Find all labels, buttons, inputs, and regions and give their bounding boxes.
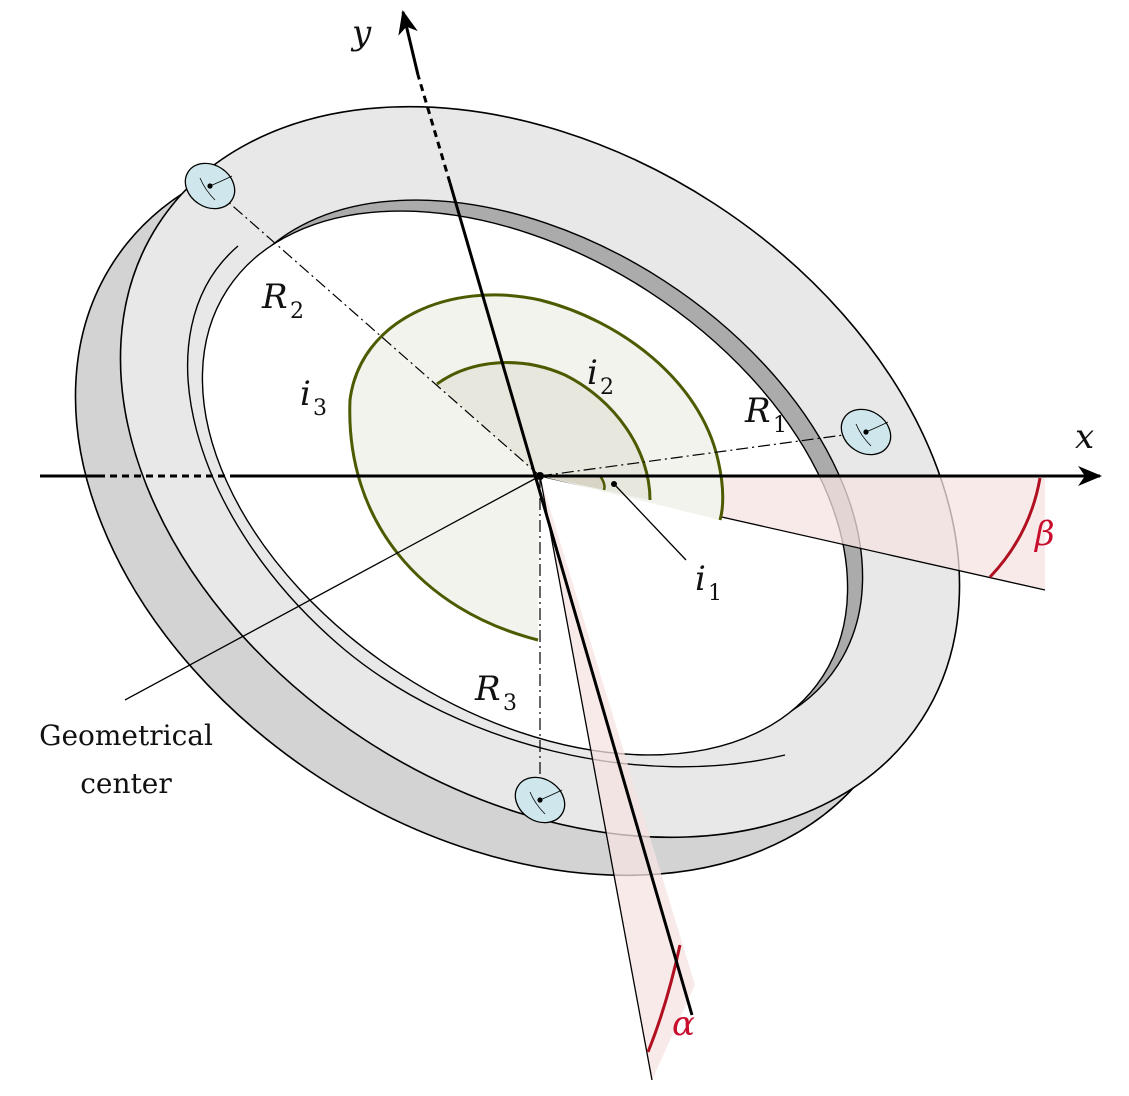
label-i1: i 1 <box>695 559 722 606</box>
beta-arc <box>988 477 1042 579</box>
hole-r2 <box>184 162 236 210</box>
label-i3: i 3 <box>300 374 327 421</box>
label-r1: R 1 <box>744 391 787 438</box>
svg-text:R: R <box>744 391 771 431</box>
x-axis-label: x <box>1075 417 1094 457</box>
svg-text:3: 3 <box>503 691 517 716</box>
svg-text:1: 1 <box>708 581 722 606</box>
svg-text:Geometrical: Geometrical <box>39 719 213 752</box>
i1-leader <box>611 481 687 561</box>
y-axis-label: y <box>350 13 372 53</box>
ring-hole-edge <box>186 245 786 768</box>
svg-text:i: i <box>587 353 598 393</box>
svg-text:center: center <box>80 767 172 800</box>
svg-text:2: 2 <box>290 299 304 324</box>
geometrical-center-label: Geometrical center <box>39 719 213 800</box>
label-i2: i 2 <box>587 353 614 400</box>
hole-r1 <box>840 408 892 456</box>
svg-text:3: 3 <box>313 396 327 421</box>
label-r3: R 3 <box>474 669 517 716</box>
svg-text:R: R <box>261 277 288 317</box>
svg-text:i: i <box>695 559 706 599</box>
svg-text:i: i <box>300 374 311 414</box>
svg-text:1: 1 <box>773 413 787 438</box>
center-leader <box>124 472 544 701</box>
y-axis <box>398 10 694 1016</box>
hole-r3 <box>514 776 566 824</box>
alpha-arc <box>646 944 682 1053</box>
beta-label: β <box>1033 514 1055 554</box>
svg-text:2: 2 <box>600 375 614 400</box>
radius-lines <box>209 185 867 800</box>
label-r2: R 2 <box>261 277 304 324</box>
alpha-label: α <box>672 1004 695 1044</box>
sector-i2 <box>436 361 652 501</box>
svg-text:R: R <box>474 669 501 709</box>
